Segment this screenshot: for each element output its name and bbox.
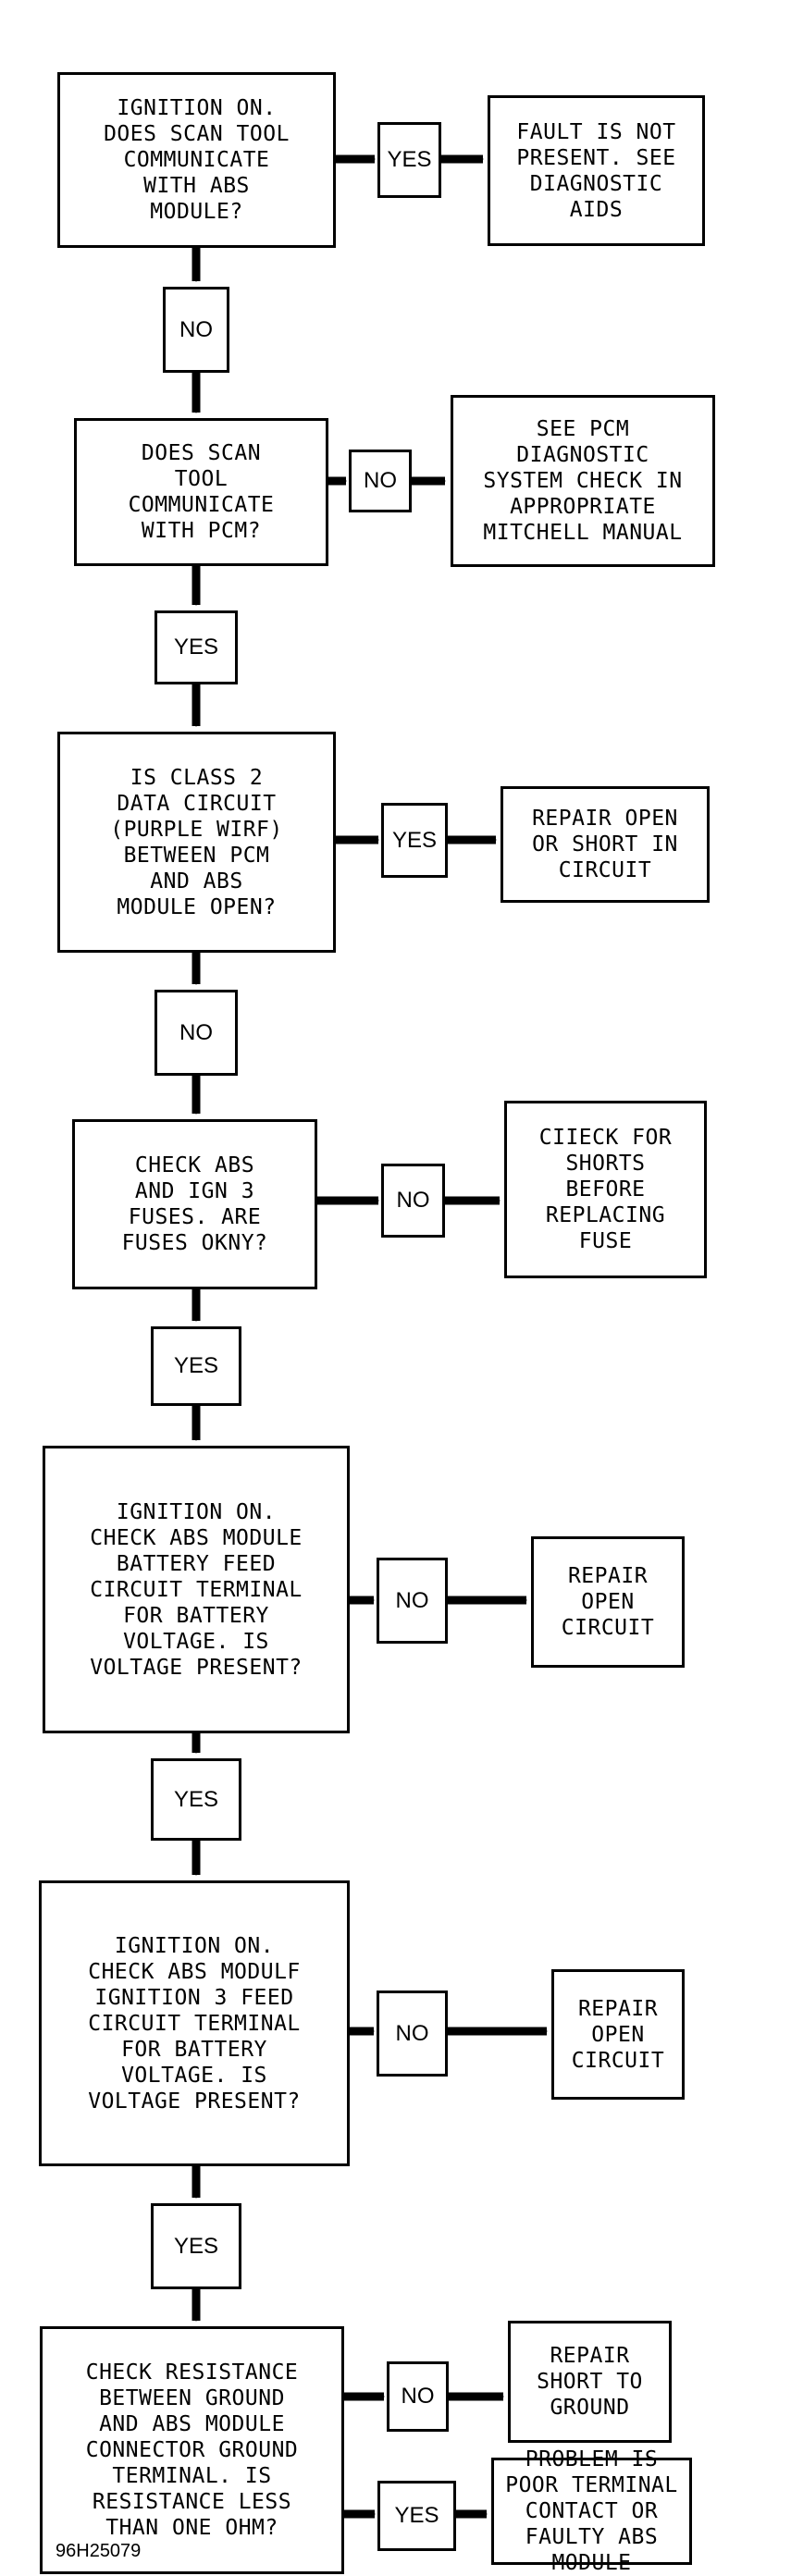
decision-box-5: IGNITION ON. CHECK ABS MODULE BATTERY FE…	[43, 1446, 350, 1733]
flow-label-4: YES	[151, 1326, 241, 1406]
decision-box-7: CHECK RESISTANCE BETWEEN GROUND AND ABS …	[40, 2326, 344, 2574]
branch-label-4: NO	[381, 1164, 445, 1238]
result-box-4: CIIECK FOR SHORTS BEFORE REPLACING FUSE	[504, 1101, 707, 1278]
result-box-7b: PROBLEM IS POOR TERMINAL CONTACT OR FAUL…	[491, 2447, 692, 2575]
result-box-3: REPAIR OPEN OR SHORT IN CIRCUIT	[501, 786, 710, 903]
decision-box-6: IGNITION ON. CHECK ABS MODULF IGNITION 3…	[39, 1880, 350, 2166]
flow-label-6: YES	[151, 2203, 241, 2289]
decision-box-2: DOES SCAN TOOL COMMUNICATE WITH PCM?	[74, 418, 328, 566]
flow-label-1: NO	[163, 287, 229, 373]
result-box-1: FAULT IS NOT PRESENT. SEE DIAGNOSTIC AID…	[488, 95, 705, 246]
result-box-6: REPAIR OPEN CIRCUIT	[551, 1969, 685, 2100]
branch-label-1: YES	[377, 122, 441, 198]
flow-label-2: YES	[154, 610, 238, 684]
decision-box-3: IS CLASS 2 DATA CIRCUIT (PURPLE WIRF) BE…	[57, 732, 336, 953]
branch-label-7a: NO	[387, 2361, 449, 2432]
result-box-5: REPAIR OPEN CIRCUIT	[531, 1536, 685, 1668]
branch-label-5: NO	[377, 1558, 448, 1644]
branch-label-6: NO	[377, 1991, 448, 2077]
flow-label-3: NO	[154, 990, 238, 1076]
result-box-2: SEE PCM DIAGNOSTIC SYSTEM CHECK IN APPRO…	[451, 395, 715, 567]
figure-reference: 96H25079	[56, 2541, 142, 2561]
result-box-7a: REPAIR SHORT TO GROUND	[508, 2321, 672, 2443]
branch-label-3: YES	[381, 803, 448, 878]
decision-box-1: IGNITION ON. DOES SCAN TOOL COMMUNICATE …	[57, 72, 336, 248]
flow-label-5: YES	[151, 1758, 241, 1841]
branch-label-2: NO	[349, 450, 412, 512]
decision-box-4: CHECK ABS AND IGN 3 FUSES. ARE FUSES OKN…	[72, 1119, 317, 1289]
branch-label-7b: YES	[377, 2481, 456, 2551]
